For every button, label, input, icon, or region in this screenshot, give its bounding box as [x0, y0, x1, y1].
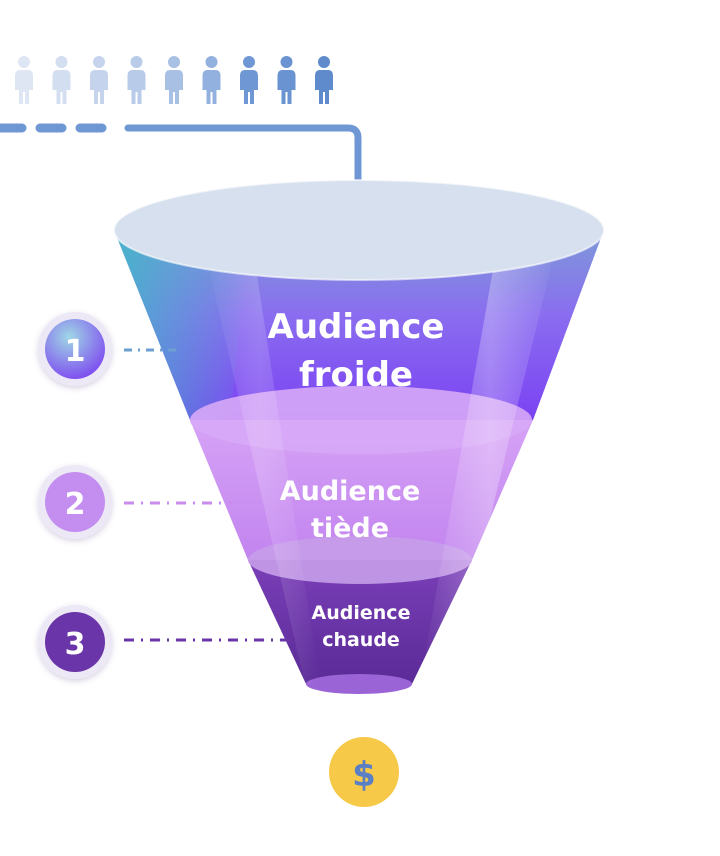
person-icon: [240, 56, 258, 104]
funnel-stage-3-top-ellipse: [248, 536, 472, 584]
stage-2-label-line2: tiède: [311, 513, 389, 544]
person-icon: [127, 56, 146, 104]
person-icon: [15, 56, 33, 104]
stage-connectors: [124, 348, 296, 642]
person-icon: [315, 56, 333, 104]
funnel-rim: [114, 180, 604, 280]
stage-1-label: Audience: [268, 307, 445, 347]
stage-3-label: Audience: [312, 602, 411, 624]
person-icon: [277, 56, 296, 104]
funnel-shine-left: [200, 230, 320, 684]
person-icon: [90, 56, 108, 104]
person-icon: [165, 56, 183, 104]
arrow-path: [124, 124, 362, 256]
stage-2-label: Audience: [280, 476, 421, 507]
stage-3-badge: 3: [38, 605, 112, 679]
funnel: Audience froide Audience tiède Audience …: [113, 179, 605, 694]
stage-1-label-line2: froide: [299, 355, 413, 395]
funnel-rim-edge: [113, 179, 605, 281]
stage-2-badge-number: 2: [65, 487, 86, 522]
stage-badges: 1 2 3: [38, 312, 112, 679]
stage-1-badge-number: 1: [65, 334, 86, 369]
funnel-shine-right: [420, 230, 560, 684]
dollar-symbol: $: [352, 755, 376, 795]
stage-3-badge-number: 3: [65, 627, 86, 662]
dollar-coin-icon: $: [329, 737, 399, 807]
stage-1-badge: 1: [38, 312, 112, 386]
funnel-bottom-ellipse: [306, 674, 412, 694]
stage-3-label-line2: chaude: [322, 629, 400, 651]
stage-2-badge: 2: [38, 465, 112, 539]
person-icon: [202, 56, 221, 104]
audience-people-row: [15, 56, 333, 104]
person-icon: [52, 56, 71, 104]
